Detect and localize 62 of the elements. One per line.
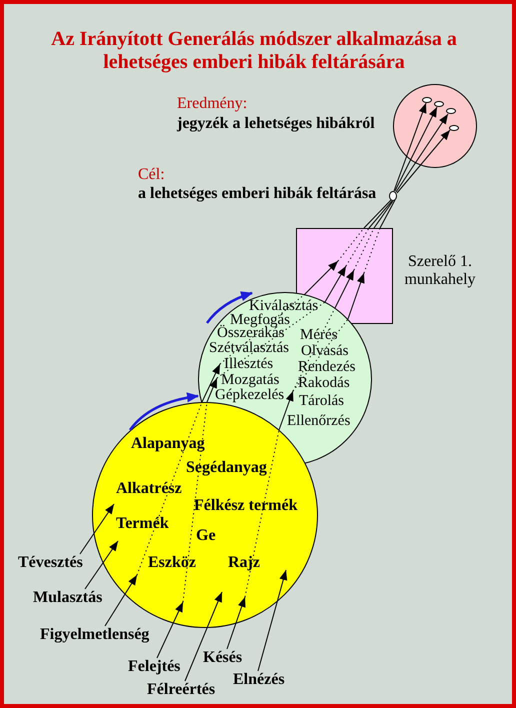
object-label: Alkatrész	[116, 480, 182, 498]
connector-line	[374, 200, 394, 228]
arrow	[394, 106, 438, 192]
object-label: Eszköz	[148, 554, 196, 572]
arrow	[80, 504, 114, 554]
arrow	[206, 378, 218, 402]
object-label: Rajz	[228, 554, 260, 572]
activity-label: Szétválasztás	[209, 340, 289, 356]
target-point	[446, 108, 456, 114]
object-label: Termék	[116, 515, 169, 533]
arrow	[324, 266, 346, 302]
activity-label: Összerakás	[217, 325, 284, 341]
arrow	[84, 540, 118, 590]
error-label: Tévesztés	[18, 554, 83, 572]
object-label: Alapanyag	[131, 435, 205, 453]
error-label: Félreértés	[147, 681, 216, 699]
error-label: Felejtés	[128, 658, 180, 676]
activity-label: Ellenőrzés	[287, 413, 350, 429]
activity-label: Rendezés	[298, 359, 356, 375]
goal-text: a lehetséges emberi hibák feltárása	[138, 185, 376, 203]
arrow	[202, 364, 220, 402]
arrow	[104, 574, 138, 626]
activity-label: Rakodás	[298, 375, 350, 391]
arrow	[156, 602, 184, 658]
activity-label: Mozgatás	[221, 372, 280, 388]
arrow	[304, 260, 338, 294]
activity-label: Tárolás	[299, 393, 344, 409]
workstation-caption: Szerelő 1. munkahely	[403, 253, 477, 289]
arrow	[258, 570, 288, 672]
arrow	[184, 592, 222, 682]
error-label: Figyelmetlenség	[40, 626, 150, 644]
object-label: Ge	[196, 527, 216, 545]
activity-label: Mérés	[300, 327, 338, 343]
object-label: Segédanyag	[186, 459, 267, 477]
focal-point	[389, 191, 397, 201]
result-heading: Eredmény:	[177, 95, 248, 113]
error-label: Késés	[203, 649, 242, 667]
goal-heading: Cél:	[138, 166, 165, 184]
activity-label: Megfogás	[230, 312, 290, 328]
error-label: Mulasztás	[33, 589, 102, 607]
arrow	[129, 392, 199, 431]
error-label: Elnézés	[233, 671, 285, 689]
activity-label: Illesztés	[224, 356, 274, 372]
arrow	[396, 130, 450, 194]
arrow	[226, 596, 246, 650]
result-text: jegyzék a lehetséges hibákról	[177, 115, 375, 133]
object-label: Félkész termék	[194, 497, 298, 515]
target-point	[434, 101, 444, 107]
connector-line	[364, 200, 392, 228]
target-point	[422, 97, 432, 103]
activity-label: Olvasás	[301, 343, 348, 359]
arrow	[334, 270, 354, 308]
connector-line	[368, 200, 392, 228]
activity-label: Gépkezelés	[215, 387, 284, 403]
activity-label: Kiválasztás	[249, 298, 318, 314]
arrow	[394, 102, 426, 192]
connector-line	[380, 200, 396, 228]
arrow	[396, 114, 448, 192]
title: Az Irányított Generálás módszer alkalmazása a lehetséges emberi hibák feltárására	[50, 28, 458, 74]
arrow	[348, 272, 364, 320]
target-point	[449, 125, 459, 131]
arrow	[278, 390, 294, 430]
